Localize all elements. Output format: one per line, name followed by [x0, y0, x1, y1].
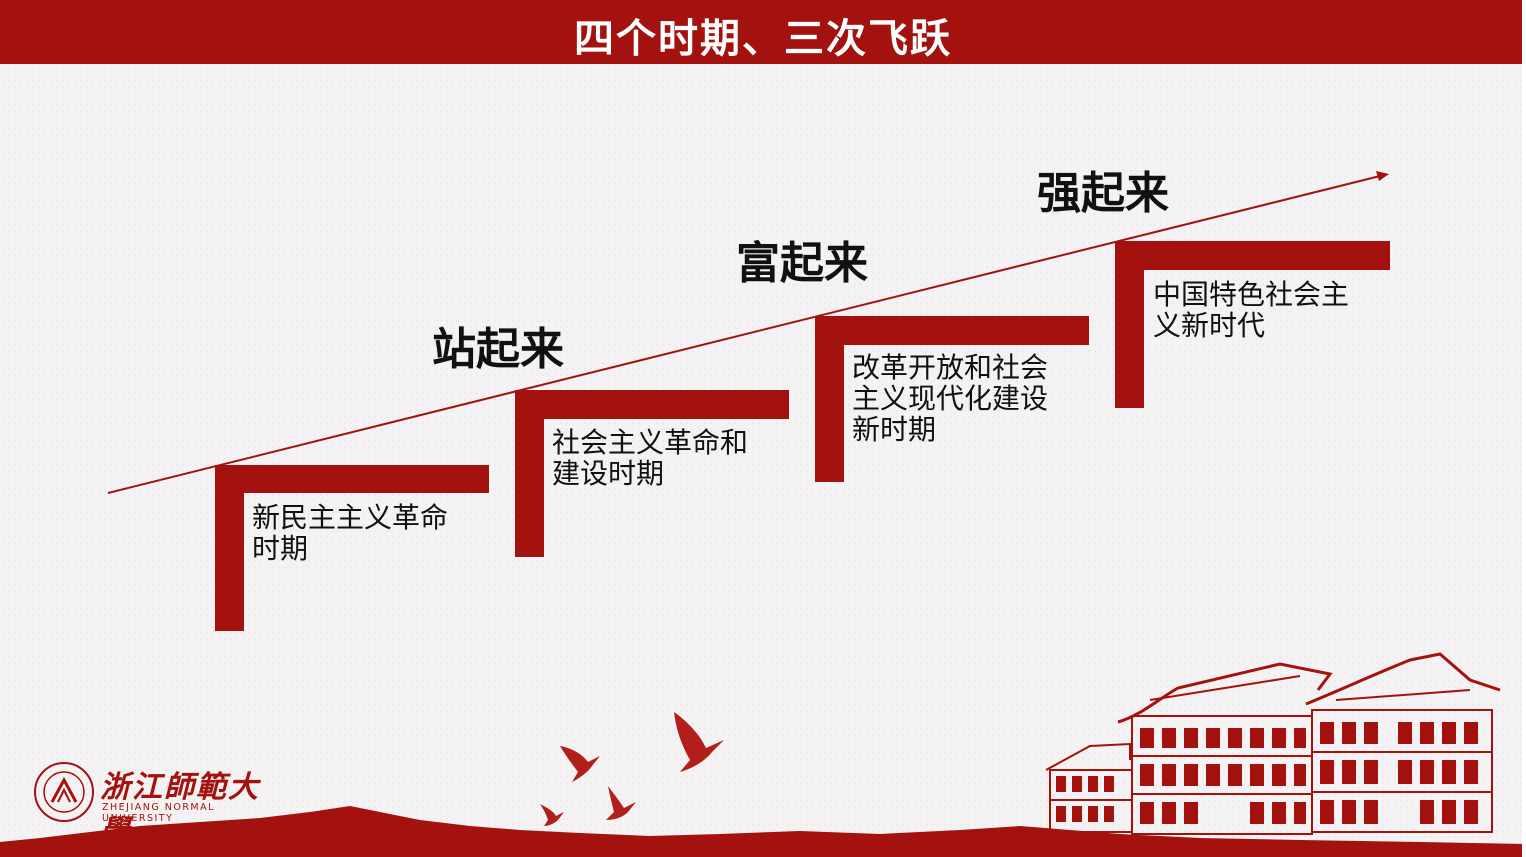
step-1-period-line-1: 新民主主义革命 — [252, 501, 449, 534]
step-1-period: 新民主主义革命 时期 — [252, 502, 448, 564]
step-3-period: 改革开放和社会 主义现代化建设 新时期 — [852, 352, 1048, 445]
step-3-side-bar — [815, 316, 844, 482]
dove-icon — [540, 804, 564, 826]
step-2-period: 社会主义革命和 建设时期 — [552, 427, 748, 489]
university-seal-icon — [34, 762, 94, 822]
dove-icon — [560, 746, 600, 782]
step-1-top-bar — [215, 465, 489, 493]
step-2-period-line-1: 社会主义革命和 — [552, 426, 749, 459]
step-4-period: 中国特色社会主 义新时代 — [1153, 279, 1349, 341]
step-1-period-line-2: 时期 — [252, 532, 309, 565]
step-2-top-bar — [515, 390, 789, 419]
step-3-top-bar — [815, 316, 1089, 345]
university-name-en: ZHEJIANG NORMAL UNIVERSITY — [102, 802, 215, 824]
right-edge — [1522, 0, 1526, 857]
building-windows — [1056, 722, 1478, 824]
university-logo: 浙江師範大學 ZHEJIANG NORMAL UNIVERSITY — [32, 760, 282, 849]
step-2-period-line-2: 建设时期 — [552, 457, 665, 490]
step-4-period-line-2: 义新时代 — [1153, 309, 1266, 342]
step-3-period-line-1: 改革开放和社会 — [852, 351, 1049, 384]
step-4-top-bar — [1115, 241, 1390, 270]
arrow-icon — [107, 171, 1389, 494]
step-1-side-bar — [215, 465, 244, 631]
step-2-side-bar — [515, 390, 544, 557]
dove-icon — [606, 786, 636, 820]
level-label-stand-up: 站起来 — [432, 324, 564, 375]
mountain-silhouette — [0, 806, 1526, 857]
page-title: 四个时期、三次飞跃 — [574, 16, 952, 62]
step-3-period-line-3: 新时期 — [852, 413, 937, 446]
dove-icon — [674, 712, 724, 772]
header-bar — [0, 0, 1526, 64]
level-label-grow-strong: 强起来 — [1037, 168, 1169, 219]
step-3-period-line-2: 主义现代化建设 — [852, 382, 1049, 415]
level-label-get-rich: 富起来 — [736, 238, 868, 289]
university-name-cn: 浙江師範大學 — [100, 770, 260, 849]
building-icon — [1045, 652, 1501, 835]
step-4-side-bar — [1115, 241, 1144, 408]
step-4-period-line-1: 中国特色社会主 — [1153, 278, 1350, 311]
